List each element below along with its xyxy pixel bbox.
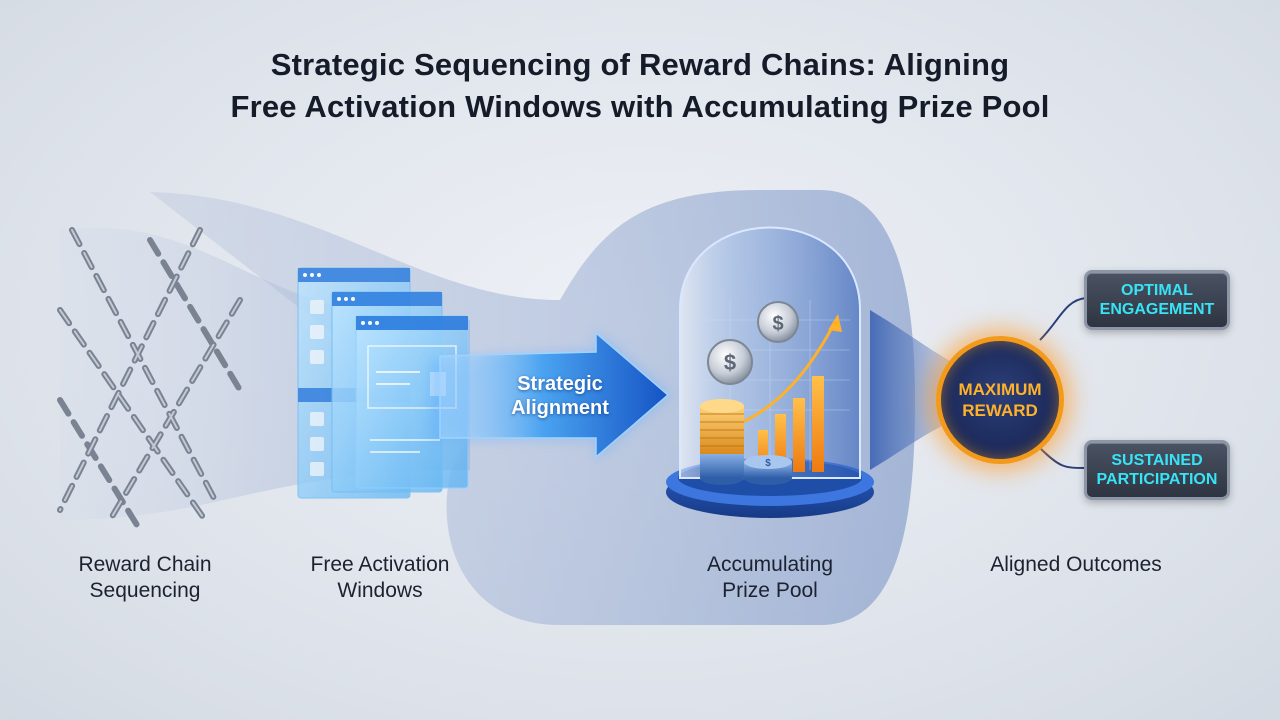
title-line-1: Strategic Sequencing of Reward Chains: A… bbox=[270, 47, 1010, 82]
right-funnel bbox=[870, 310, 990, 470]
reward-chain-label: Reward Chain Sequencing bbox=[55, 552, 235, 604]
dollar-coin-icon: $ bbox=[707, 339, 753, 385]
badge-line-1: SUSTAINED bbox=[1111, 452, 1203, 469]
dollar-coin-icon: $ bbox=[757, 301, 799, 343]
svg-text:$: $ bbox=[772, 313, 783, 335]
growth-bars bbox=[758, 376, 824, 472]
aligned-outcomes-text: Aligned Outcomes bbox=[990, 553, 1162, 576]
arrow-label-line-2: Alignment bbox=[511, 397, 609, 419]
arrow-label: Strategic Alignment bbox=[490, 372, 630, 420]
connector-bottom bbox=[1039, 447, 1087, 469]
prize-pool-label-line-1: Accumulating bbox=[706, 553, 834, 576]
badge-line-2: ENGAGEMENT bbox=[1099, 301, 1215, 318]
reward-chain-label-line-1: Reward Chain bbox=[78, 553, 212, 576]
activation-windows-label-line-1: Free Activation bbox=[310, 553, 450, 576]
arrow-label-line-1: Strategic bbox=[517, 373, 603, 395]
prize-pool-label-line-2: Prize Pool bbox=[722, 579, 818, 602]
svg-text:$: $ bbox=[765, 458, 771, 469]
hub-line-1: MAXIMUM bbox=[958, 380, 1042, 399]
reward-chain-label-line-2: Sequencing bbox=[89, 579, 201, 602]
aligned-outcomes-label: Aligned Outcomes bbox=[960, 552, 1192, 578]
svg-text:$: $ bbox=[724, 350, 736, 375]
activation-windows-label-line-2: Windows bbox=[337, 579, 423, 602]
gold-coin-stack: $ bbox=[700, 399, 792, 485]
diagram-title: Strategic Sequencing of Reward Chains: A… bbox=[0, 44, 1280, 128]
connector-top bbox=[1039, 297, 1087, 341]
prize-pool-label: Accumulating Prize Pool bbox=[670, 552, 870, 604]
badge-line-1: OPTIMAL bbox=[1121, 282, 1193, 299]
strategic-alignment-arrow bbox=[430, 330, 672, 460]
hub-line-2: REWARD bbox=[962, 401, 1038, 420]
maximum-reward-hub: MAXIMUM REWARD bbox=[936, 336, 1064, 464]
glass-dome-coins-chart-icon: $ $ $ bbox=[666, 226, 874, 518]
title-line-2: Free Activation Windows with Accumulatin… bbox=[230, 89, 1050, 124]
optimal-engagement-badge: OPTIMAL ENGAGEMENT bbox=[1084, 270, 1230, 330]
badge-line-2: PARTICIPATION bbox=[1096, 471, 1218, 488]
chain-link-icon bbox=[57, 227, 243, 533]
activation-windows-label: Free Activation Windows bbox=[280, 552, 480, 604]
sustained-participation-badge: SUSTAINED PARTICIPATION bbox=[1084, 440, 1230, 500]
